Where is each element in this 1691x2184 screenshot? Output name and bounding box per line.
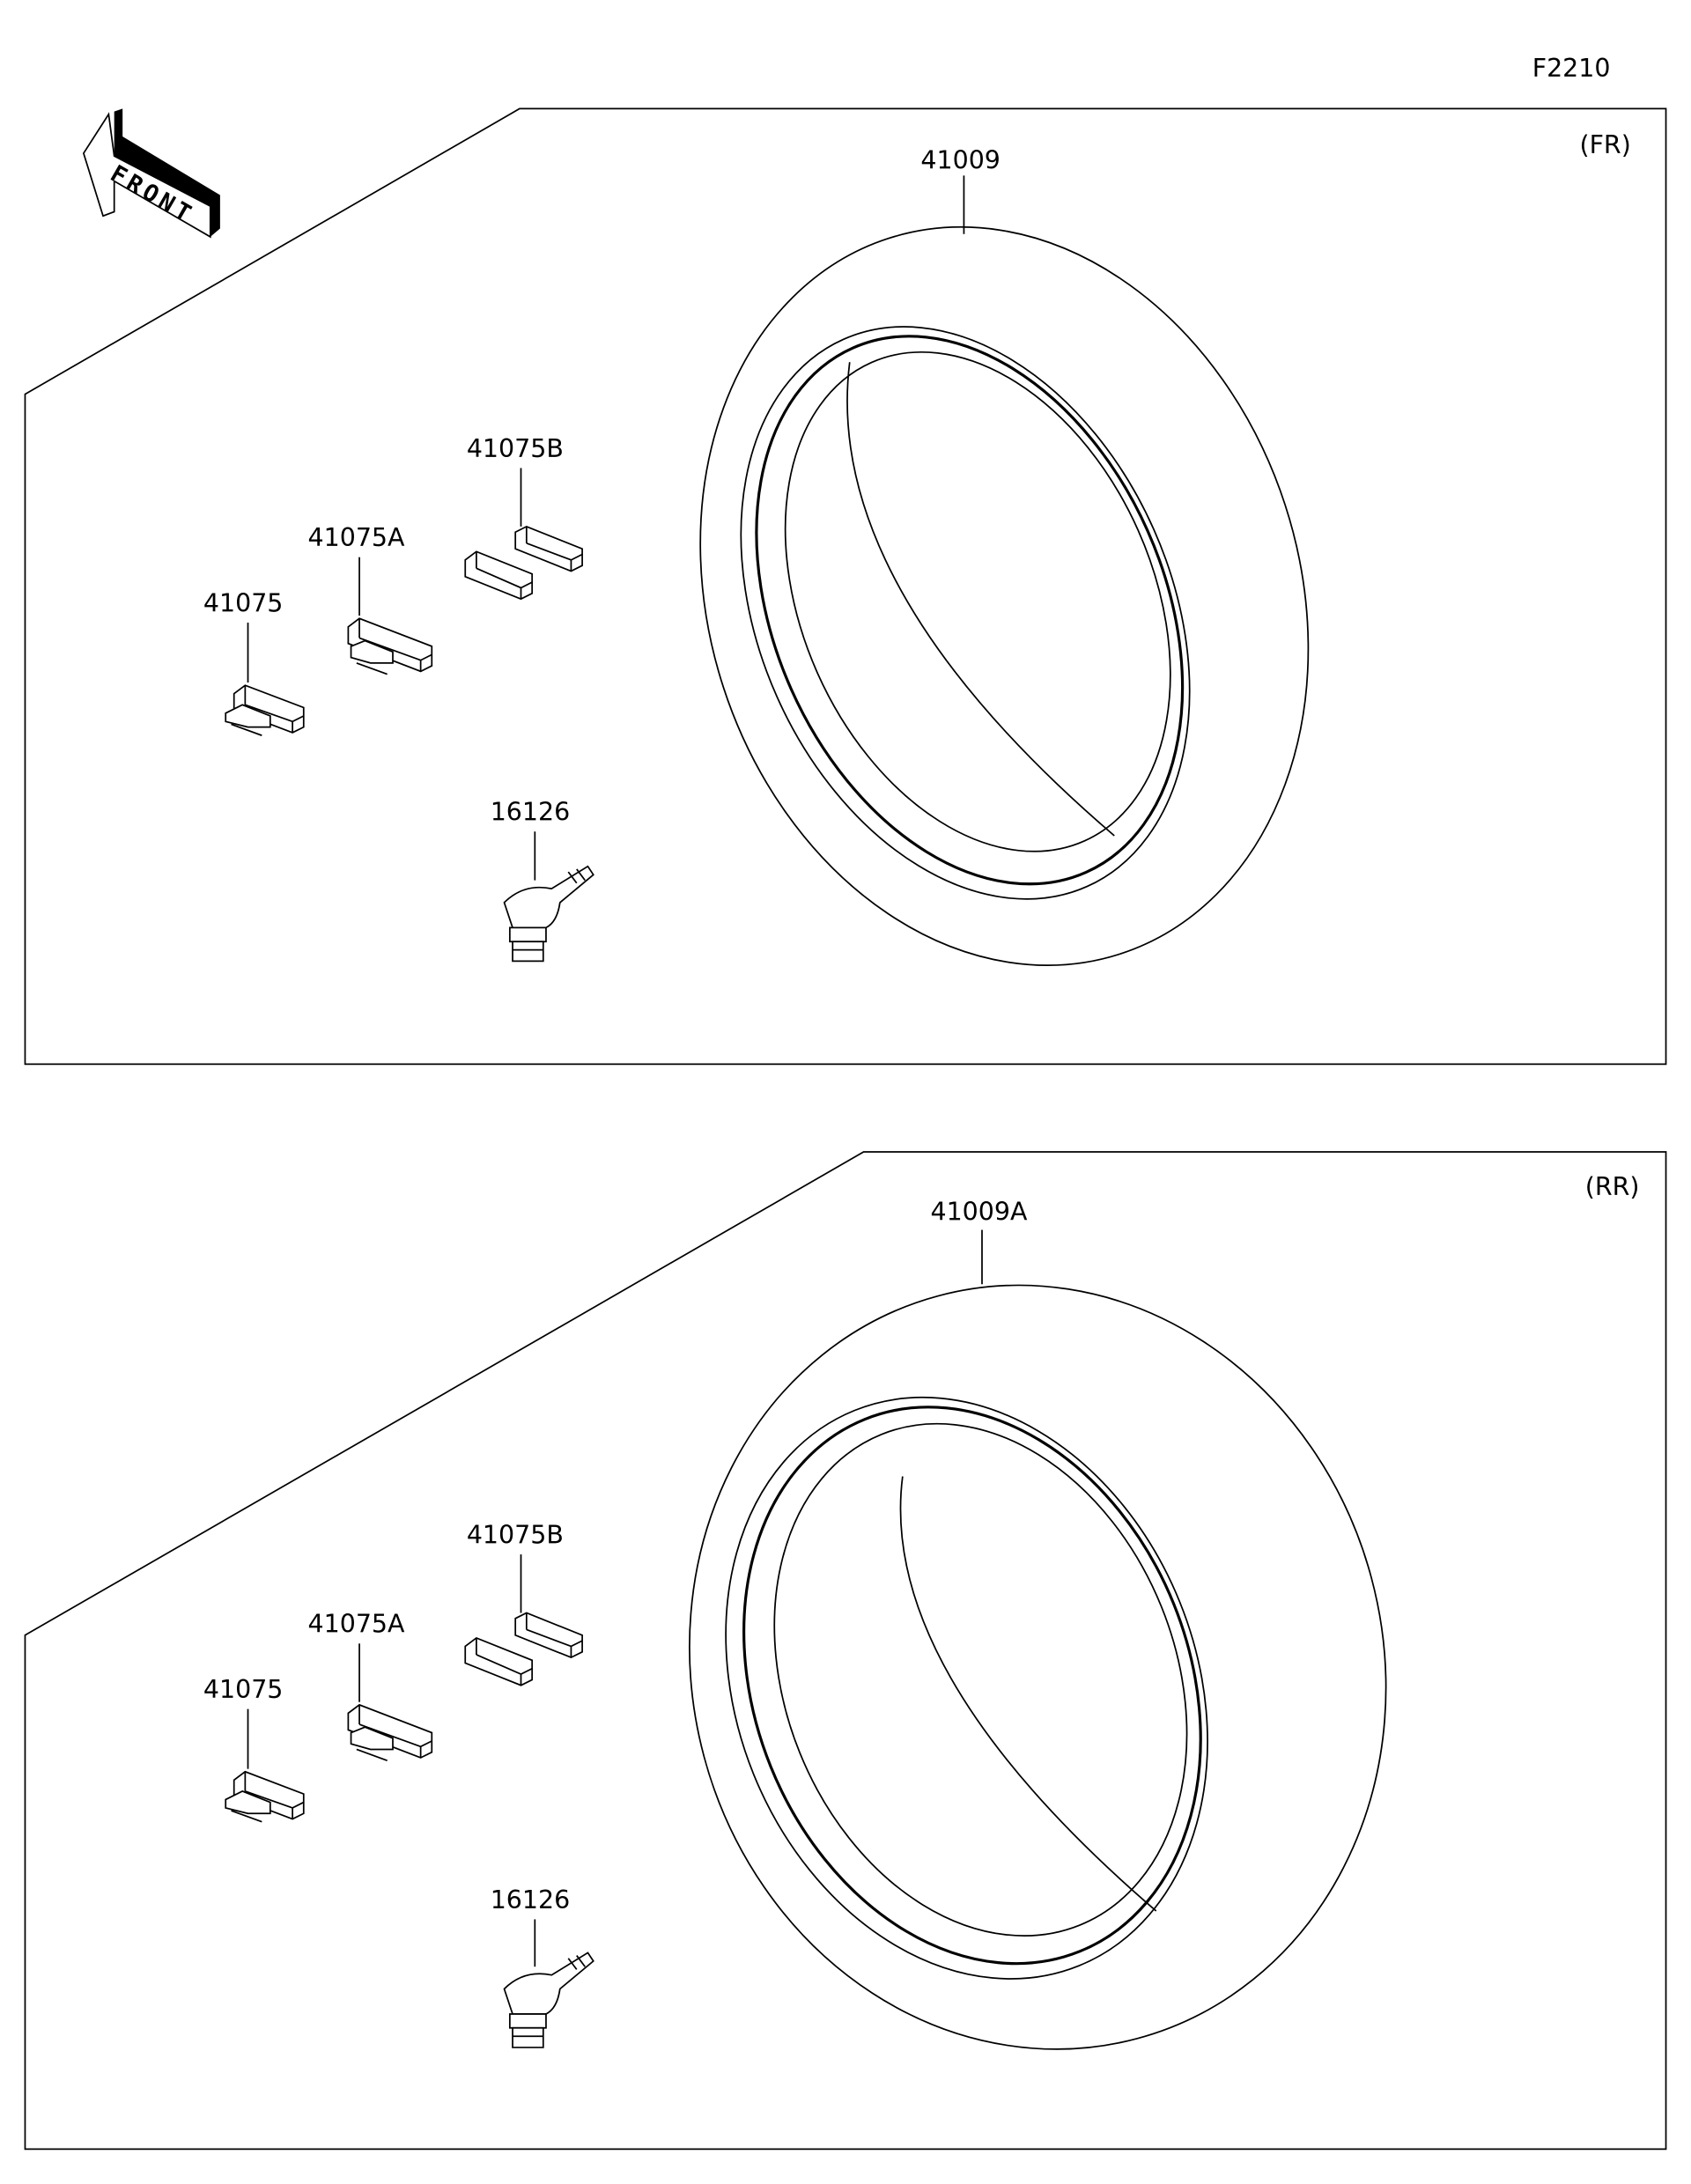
position-label: (FR) [1579,130,1630,159]
balance-weight-10 [225,1770,305,1823]
balance-weight-30 [464,1612,583,1686]
balance-weight-30 [464,526,583,601]
figure-code: F2210 [1532,54,1611,83]
tire-valve [503,1952,594,2048]
part-label-tire: 41009A [930,1198,1028,1227]
position-label: (RR) [1585,1172,1640,1201]
part-label-weight-10: 41075 [203,1675,284,1704]
part-label-valve: 16126 [491,1885,571,1915]
part-label-tire: 41009 [920,145,1001,174]
panel-rear: (RR) 41009A 41075 41075A 41075B 16126 [24,1151,1667,2151]
tire-valve [503,865,594,963]
panel-front: (FR) 41009 41075 41075A 41075B 16126 [24,107,1667,1066]
tire-rear [689,1284,1387,2050]
part-label-weight-20: 41075A [308,1610,406,1639]
front-arrow-icon: FRONT [82,108,220,239]
part-label-weight-10: 41075 [203,588,284,617]
part-label-valve: 16126 [491,798,571,827]
balance-weight-10 [225,684,305,736]
part-label-weight-20: 41075A [308,523,406,552]
balance-weight-20 [347,1704,433,1762]
tire-front [699,225,1310,966]
part-label-weight-30: 41075B [467,434,564,463]
balance-weight-20 [347,617,433,675]
part-label-weight-30: 41075B [467,1520,564,1549]
